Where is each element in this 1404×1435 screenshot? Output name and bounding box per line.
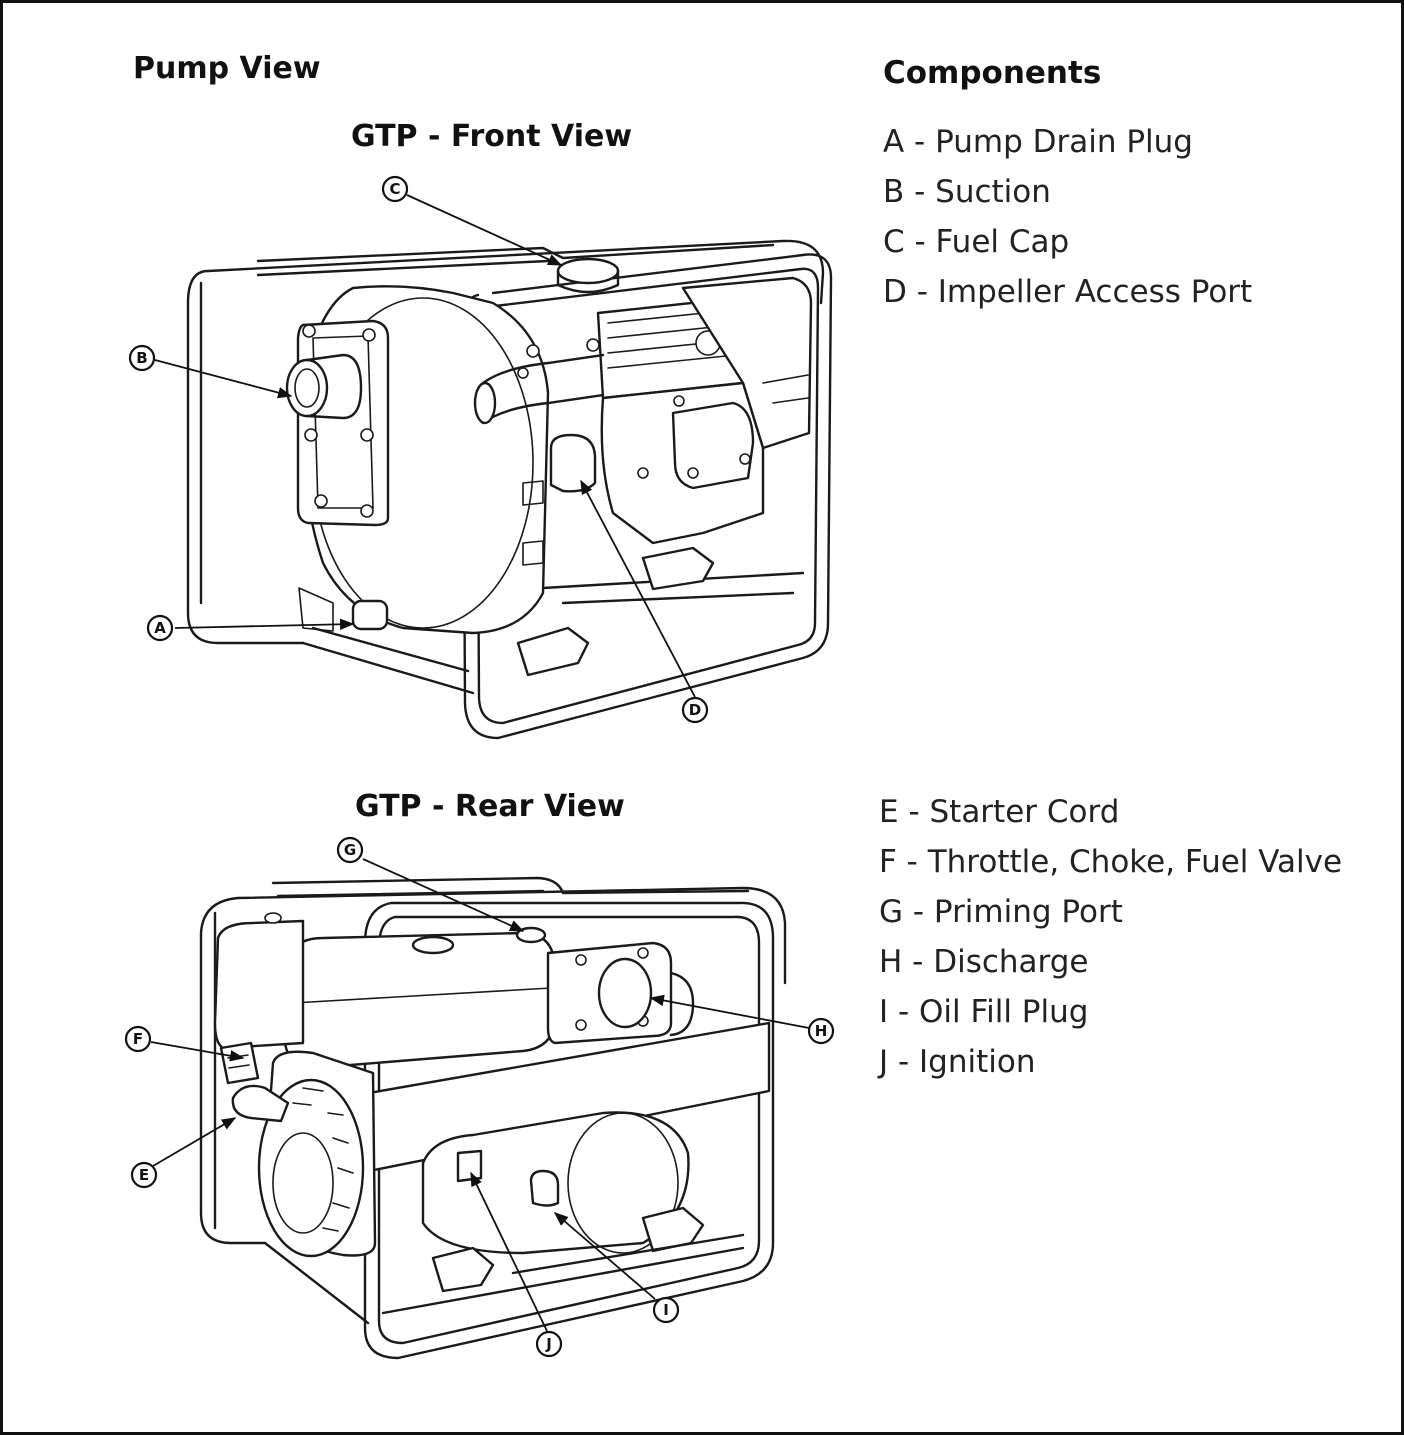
component-item-f: F - Throttle, Choke, Fuel Valve [879, 844, 1343, 880]
component-item-b: B - Suction [883, 174, 1051, 210]
rear-callouts: E F G H I J [124, 836, 835, 1358]
components-title: Components [883, 55, 1102, 91]
callout-h: H [807, 1017, 835, 1045]
component-item-e: E - Starter Cord [879, 794, 1120, 830]
component-item-j: J - Ignition [879, 1044, 1036, 1080]
rear-view-drawing [199, 876, 787, 1360]
rear-components-list: E - Starter Cord F - Throttle, Choke, Fu… [879, 787, 1342, 1087]
svg-text:G: G [344, 841, 356, 859]
svg-text:B: B [136, 349, 147, 367]
callout-d: D [681, 696, 709, 724]
component-item-h: H - Discharge [879, 944, 1089, 980]
component-item-a: A - Pump Drain Plug [883, 124, 1193, 160]
callout-j: J [535, 1330, 563, 1358]
callout-a: A [146, 614, 174, 642]
svg-text:E: E [139, 1166, 149, 1184]
front-view-drawing [186, 239, 833, 740]
component-item-g: G - Priming Port [879, 894, 1123, 930]
component-item-d: D - Impeller Access Port [883, 274, 1253, 310]
callout-i: I [652, 1296, 680, 1324]
callout-f: F [124, 1025, 152, 1053]
front-callouts: A B C D [128, 175, 709, 724]
callout-e: E [130, 1161, 158, 1189]
page-title: Pump View [133, 51, 321, 86]
callout-c: C [381, 175, 409, 203]
front-view-title: GTP - Front View [351, 119, 633, 154]
svg-text:J: J [545, 1335, 552, 1353]
callout-g: G [336, 836, 364, 864]
svg-text:I: I [663, 1301, 669, 1319]
pump-illustrations: A B C D [124, 175, 835, 1360]
callout-b: B [128, 344, 156, 372]
svg-text:H: H [815, 1022, 828, 1040]
svg-text:A: A [154, 619, 166, 637]
svg-text:F: F [133, 1030, 143, 1048]
component-item-c: C - Fuel Cap [883, 224, 1070, 260]
svg-text:D: D [689, 701, 701, 719]
svg-text:C: C [389, 180, 400, 198]
front-components-list: A - Pump Drain Plug B - Suction C - Fuel… [883, 117, 1252, 317]
rear-view-title: GTP - Rear View [355, 789, 625, 824]
component-item-i: I - Oil Fill Plug [879, 994, 1089, 1030]
